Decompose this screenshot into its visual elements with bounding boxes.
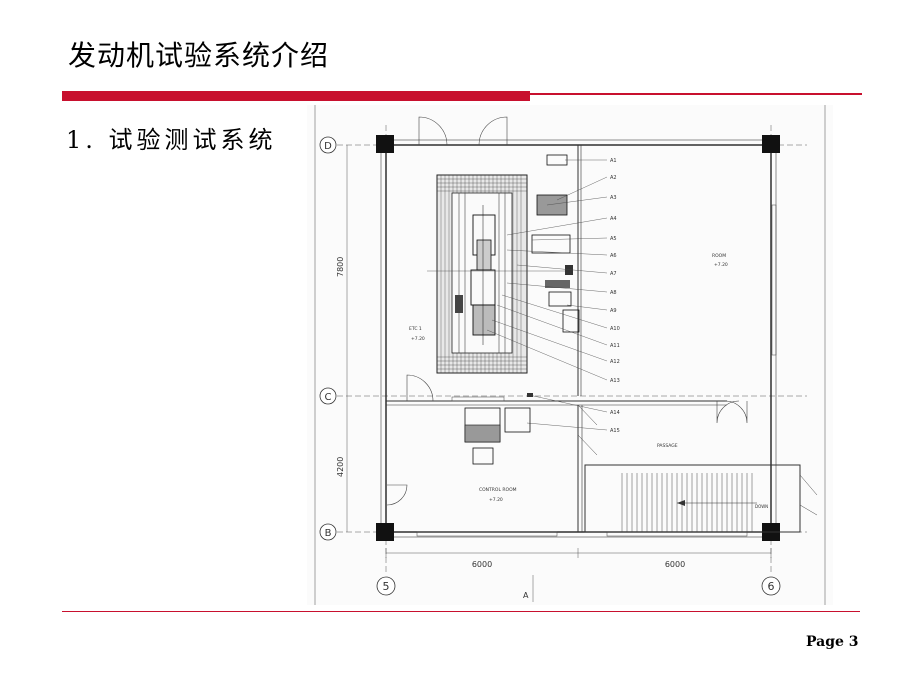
callout-a9: A9 (610, 308, 617, 314)
etc-level: +7.20 (411, 336, 425, 342)
callout-a4: A4 (610, 216, 617, 222)
dim-7800: 7800 (336, 257, 345, 277)
page-number: Page 3 (806, 634, 859, 650)
section-heading: 1. 试验测试系统 (66, 126, 277, 154)
callout-a8: A8 (610, 290, 617, 296)
room-level: +7.20 (714, 262, 728, 268)
svg-text:C: C (325, 392, 332, 403)
callout-a15: A15 (610, 428, 620, 434)
callout-a13: A13 (610, 378, 620, 384)
passage-label: PASSAGE (657, 443, 678, 449)
room-label: ROOM (712, 253, 726, 259)
etc-label: ETC 1 (409, 326, 422, 332)
grid-row-c: C (319, 387, 337, 405)
callout-a14: A14 (610, 410, 620, 416)
footer-divider (62, 611, 860, 612)
slide-title: 发动机试验系统介绍 (68, 39, 330, 72)
dim-6000-right: 6000 (665, 560, 685, 569)
floor-plan-drawing: D C B 5 6 7800 4200 6000 6000 A (307, 105, 833, 605)
title-underline-thin (530, 93, 862, 95)
grid-col-6: 6 (761, 576, 781, 596)
control-room-level: +7.20 (489, 497, 503, 503)
callout-a1: A1 (610, 158, 617, 164)
callout-a12: A12 (610, 359, 620, 365)
grid-row-d: D (319, 136, 337, 154)
grid-col-5: 5 (376, 576, 396, 596)
dim-4200: 4200 (336, 457, 345, 477)
svg-text:5: 5 (383, 580, 390, 593)
control-room-label: CONTROL ROOM (479, 487, 517, 493)
svg-text:B: B (325, 528, 332, 539)
test-bed-area (427, 174, 567, 374)
svg-text:6: 6 (768, 580, 775, 593)
title-underline-bar (62, 91, 530, 101)
svg-text:D: D (324, 141, 332, 152)
callout-a10: A10 (610, 326, 620, 332)
callout-a5: A5 (610, 236, 617, 242)
stairs-down-label: DOWN (755, 504, 768, 509)
callout-a6: A6 (610, 253, 617, 259)
dim-6000-left: 6000 (472, 560, 492, 569)
section-mark-a: A (523, 591, 529, 600)
callout-a7: A7 (610, 271, 617, 277)
grid-row-b: B (319, 523, 337, 541)
callout-a3: A3 (610, 195, 617, 201)
callout-a2: A2 (610, 175, 617, 181)
callout-a11: A11 (610, 343, 620, 349)
callout-labels (486, 159, 608, 431)
